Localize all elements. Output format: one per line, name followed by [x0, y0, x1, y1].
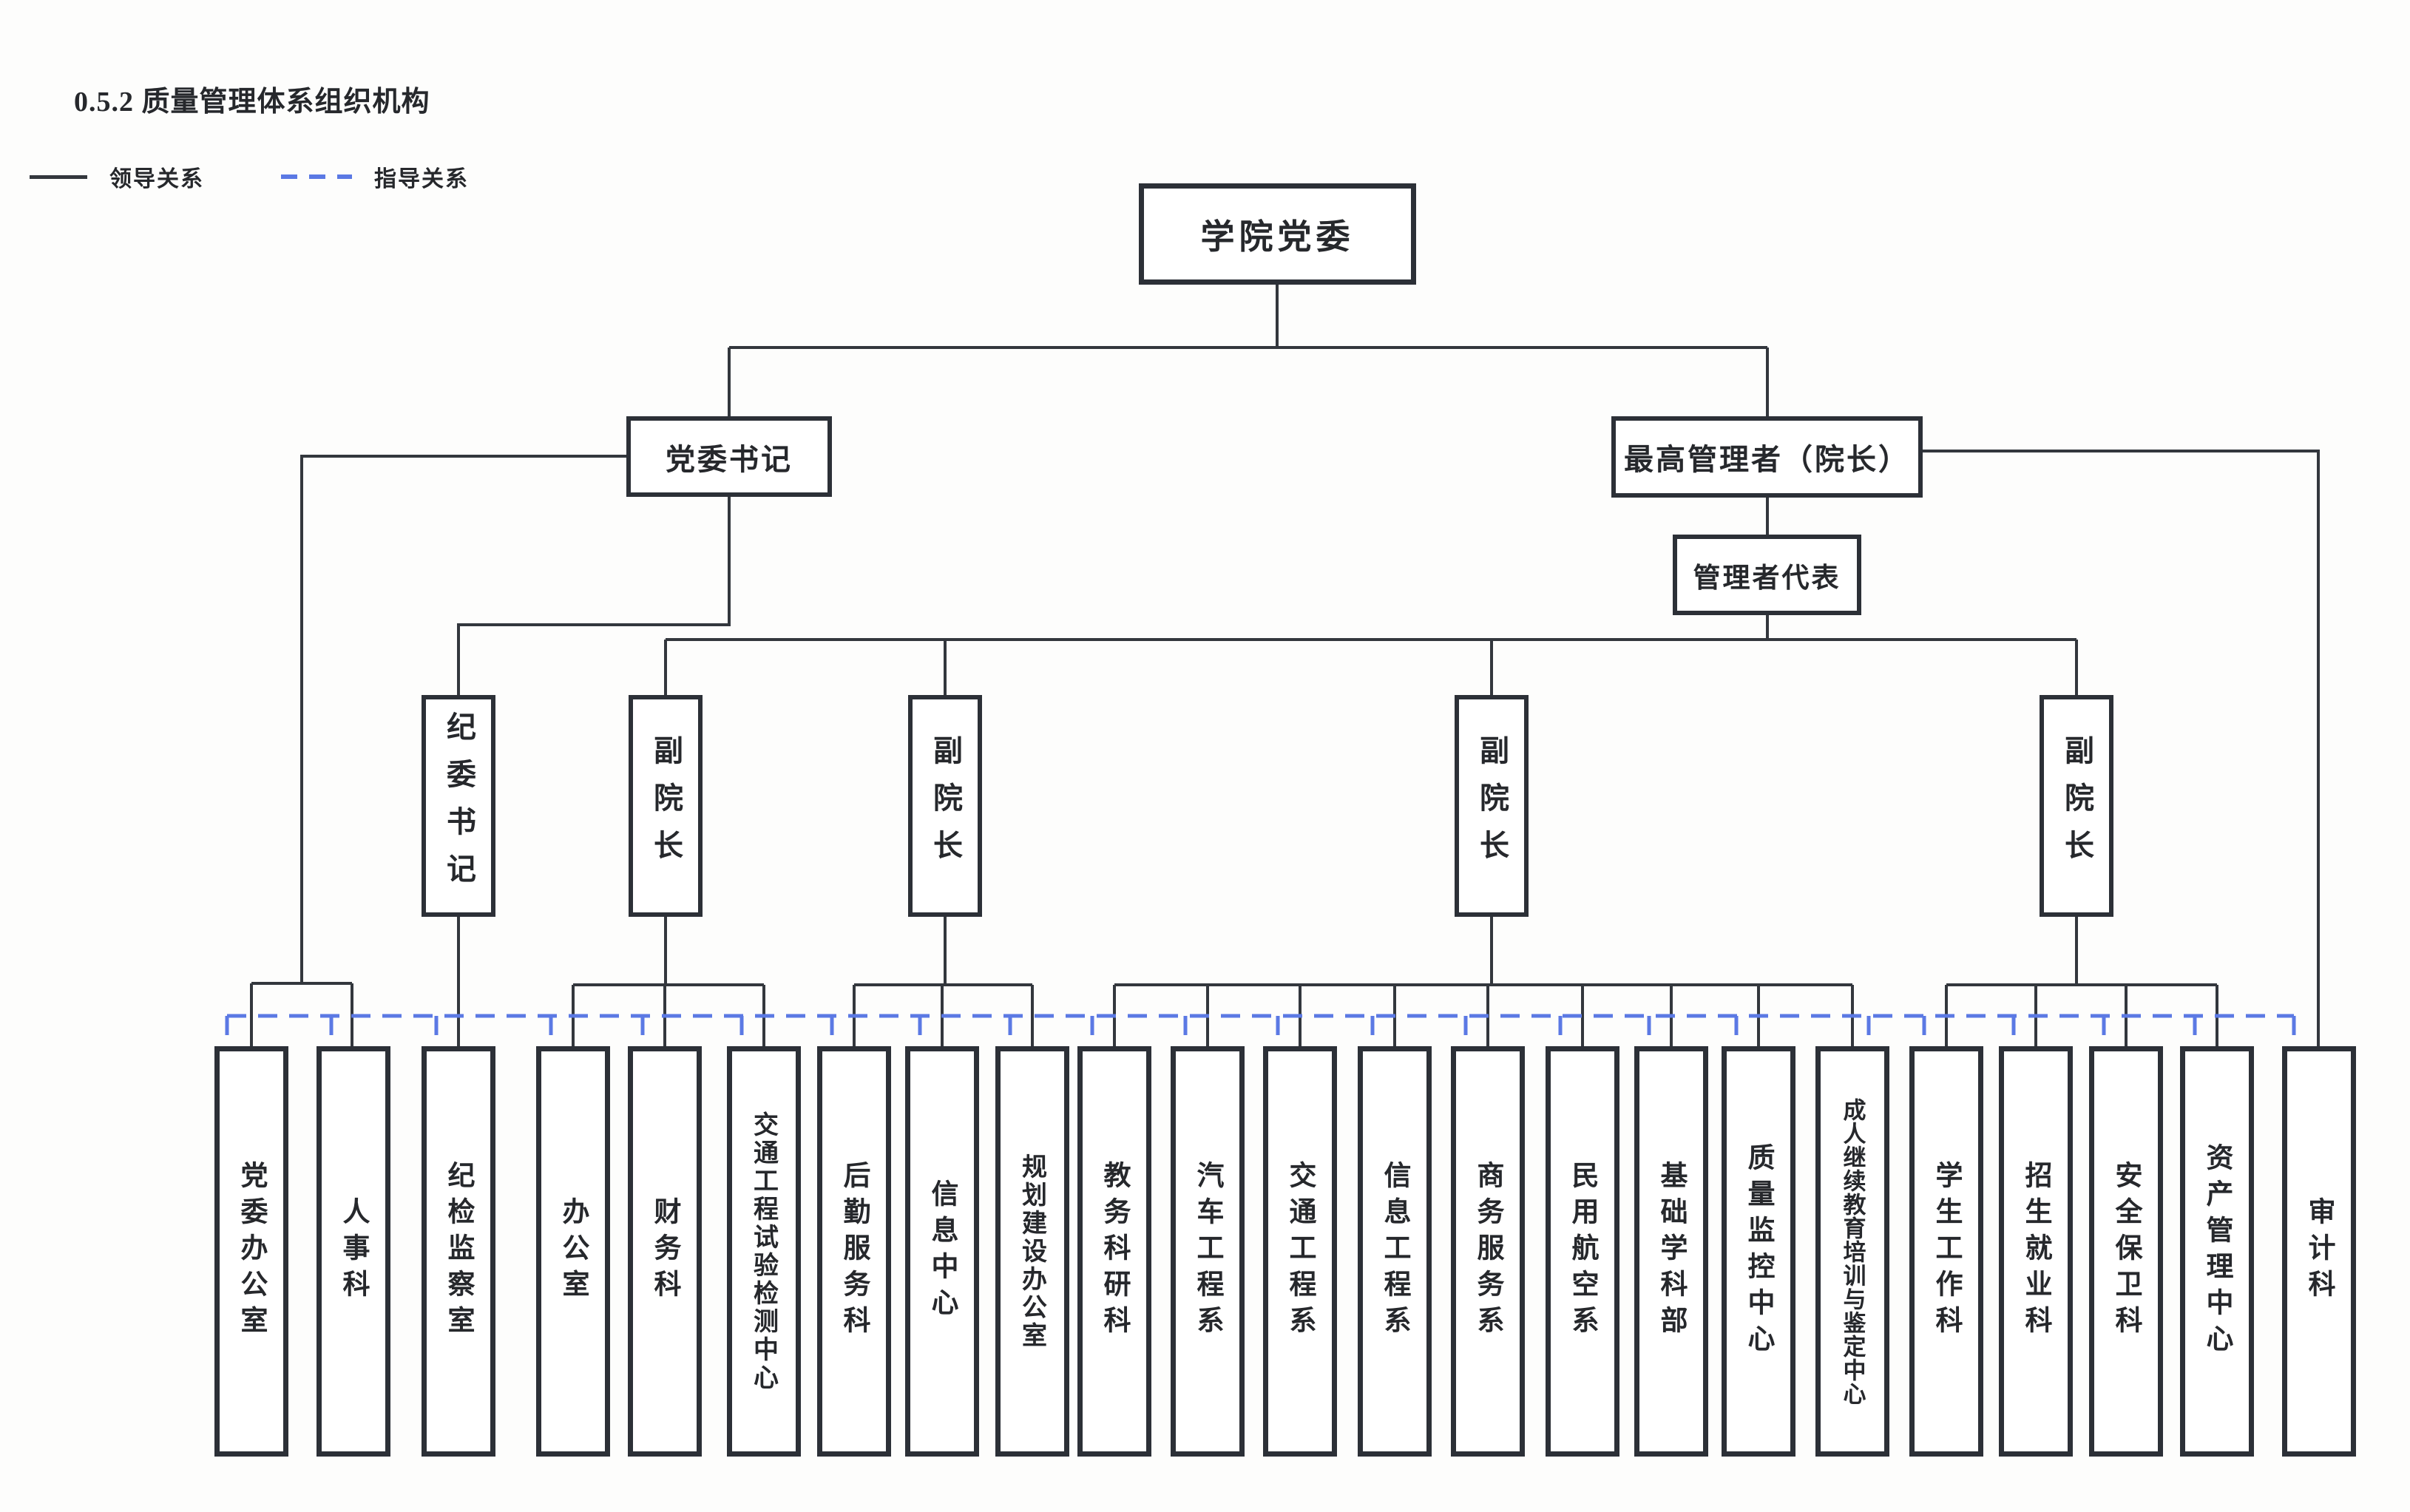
node-label: 最高管理者（院长） — [1624, 444, 1910, 476]
node-label: 副院长 — [649, 735, 682, 877]
node-vice-president-4: 副院长 — [2040, 695, 2113, 917]
dept-enrollment-employment: 招生就业科 — [1999, 1046, 2073, 1457]
dept-label: 人事科 — [339, 1197, 369, 1306]
dept-label: 质量监控中心 — [1744, 1142, 1774, 1360]
node-label: 副院长 — [2060, 735, 2093, 877]
dept-label: 安全保卫科 — [2111, 1161, 2142, 1342]
dept-label: 交通工程试验检测中心 — [749, 1111, 778, 1392]
dept-student-affairs: 学生工作科 — [1909, 1046, 1983, 1457]
dept-label: 财务科 — [650, 1197, 680, 1306]
node-vice-president-3: 副院长 — [1455, 695, 1529, 917]
wire-vp4-drops — [1945, 985, 2218, 1048]
dept-label: 规划建设办公室 — [1018, 1153, 1046, 1350]
dept-label: 信息工程系 — [1380, 1161, 1410, 1342]
dept-traffic-engineering: 交通工程系 — [1263, 1046, 1337, 1457]
dept-hr: 人事科 — [317, 1046, 390, 1457]
dept-label: 基础学科部 — [1656, 1161, 1687, 1342]
dept-quality-monitoring: 质量监控中心 — [1722, 1046, 1795, 1457]
node-top-manager-president: 最高管理者（院长） — [1611, 416, 1923, 498]
dept-party-office: 党委办公室 — [214, 1046, 288, 1457]
wire-to-discipline-secretary — [457, 497, 731, 695]
wire-president-right-branch — [1923, 450, 2320, 1048]
dept-planning-construction: 规划建设办公室 — [995, 1046, 1069, 1457]
page-title: 0.5.2 质量管理体系组织机构 — [74, 87, 430, 118]
lead-line-sample — [30, 174, 87, 179]
dept-label: 教务科研科 — [1100, 1161, 1130, 1342]
dept-finance: 财务科 — [628, 1046, 702, 1457]
lead-line-label: 领导关系 — [109, 167, 204, 191]
node-label: 副院长 — [1475, 735, 1508, 877]
dept-audit: 审计科 — [2282, 1046, 2356, 1457]
guide-line-label: 指导关系 — [374, 167, 469, 191]
dept-security: 安全保卫科 — [2089, 1046, 2163, 1457]
dept-info-center: 信息中心 — [905, 1046, 979, 1457]
dept-academic-research: 教务科研科 — [1077, 1046, 1151, 1457]
guide-drops — [225, 1016, 2296, 1048]
node-discipline-secretary: 纪委书记 — [422, 695, 495, 917]
node-label: 学院党委 — [1200, 217, 1355, 256]
node-label: 纪委书记 — [442, 711, 475, 901]
dept-discipline-inspection: 纪检监察室 — [422, 1046, 495, 1457]
node-party-secretary: 党委书记 — [626, 416, 832, 497]
node-label: 副院长 — [929, 735, 961, 877]
dept-automotive-engineering: 汽车工程系 — [1171, 1046, 1245, 1457]
lead-lines — [250, 285, 2320, 1048]
node-label: 管理者代表 — [1693, 562, 1841, 593]
dept-label: 学生工作科 — [1932, 1161, 1962, 1342]
guide-lines — [225, 1014, 2296, 1048]
dept-traffic-test-center: 交通工程试验检测中心 — [727, 1046, 801, 1457]
dept-label: 后勤服务科 — [839, 1161, 870, 1342]
dept-label: 招生就业科 — [2021, 1161, 2051, 1342]
dept-label: 审计科 — [2304, 1197, 2335, 1306]
dept-label: 商务服务系 — [1473, 1161, 1503, 1342]
dept-basic-subjects: 基础学科部 — [1634, 1046, 1708, 1457]
dept-adult-education-center: 成人继续教育培训与鉴定中心 — [1815, 1046, 1889, 1457]
dept-label: 办公室 — [558, 1197, 589, 1306]
node-college-party-committee: 学院党委 — [1139, 183, 1416, 285]
dept-label: 交通工程系 — [1285, 1161, 1316, 1342]
dept-label: 成人继续教育培训与鉴定中心 — [1839, 1097, 1866, 1406]
dept-civil-aviation: 民用航空系 — [1546, 1046, 1619, 1457]
dept-general-office: 办公室 — [536, 1046, 610, 1457]
dept-logistics: 后勤服务科 — [817, 1046, 891, 1457]
dept-label: 信息中心 — [927, 1179, 958, 1324]
legend: 领导关系 指导关系 — [30, 160, 469, 194]
node-vice-president-2: 副院长 — [908, 695, 982, 917]
dept-label: 纪检监察室 — [444, 1161, 474, 1342]
node-management-representative: 管理者代表 — [1673, 535, 1861, 615]
dept-business-service: 商务服务系 — [1451, 1046, 1525, 1457]
dept-label: 党委办公室 — [237, 1161, 267, 1342]
dept-asset-management: 资产管理中心 — [2180, 1046, 2254, 1457]
dept-information-engineering: 信息工程系 — [1358, 1046, 1432, 1457]
wire-secretary-left-branch — [300, 455, 626, 983]
node-label: 党委书记 — [666, 443, 793, 476]
dept-label: 民用航空系 — [1568, 1161, 1598, 1342]
dept-label: 汽车工程系 — [1193, 1161, 1223, 1342]
node-vice-president-1: 副院长 — [629, 695, 703, 917]
guide-line-sample — [281, 174, 352, 179]
dept-label: 资产管理中心 — [2202, 1142, 2233, 1360]
